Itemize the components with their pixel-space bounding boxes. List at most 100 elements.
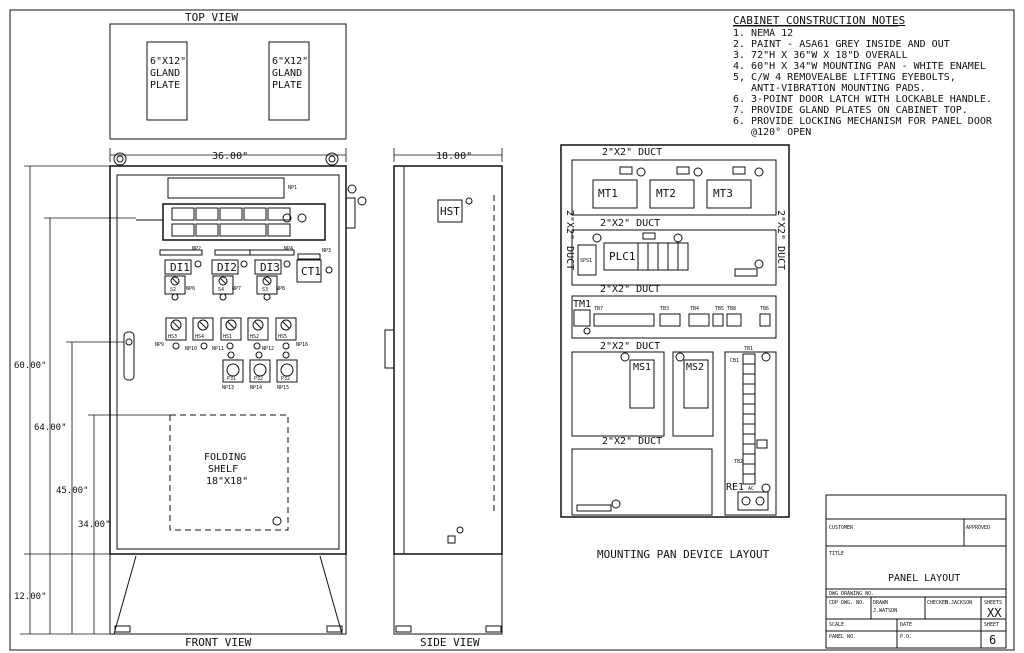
tb-drawn-by: J.WATSON: [873, 608, 897, 614]
door-handle: [123, 331, 135, 381]
note-7: 7. PROVIDE GLAND PLATES ON CABINET TOP.: [733, 105, 968, 116]
note-5: 5, C/W 4 REMOVEALBE LIFTING EYEBOLTS,: [733, 72, 956, 83]
display-di1: [164, 259, 192, 275]
meter-tags: [171, 207, 291, 237]
gland-right-3: PLATE: [272, 80, 302, 91]
tb3-label: TB3: [660, 306, 669, 312]
nameplate-np1: [167, 177, 285, 199]
tb8-label: TB8: [727, 306, 736, 312]
p32-label: P32: [254, 376, 263, 382]
meter-panel: [162, 203, 326, 241]
s4-label: S4: [218, 287, 224, 293]
tb7-label: TB7: [594, 306, 603, 312]
starter-area-2: [672, 351, 714, 437]
plc-io-modules: [637, 242, 689, 271]
hs4-label: HS4: [195, 334, 204, 340]
re1-label: RE1: [726, 482, 744, 493]
plc1-label: PLC1: [609, 250, 636, 263]
tb-sheets-value: XX: [987, 606, 1002, 620]
meter-mt3: [706, 179, 752, 209]
tb-sheets: SHEETS: [984, 600, 1002, 606]
tb-po: P.O.: [900, 634, 912, 640]
dim-60: 60.00": [14, 361, 47, 371]
np2-label: NP2: [192, 246, 201, 252]
dim-64: 64.00": [34, 423, 67, 433]
note-8b: @120° OPEN: [733, 127, 811, 138]
di3-label: DI3: [260, 261, 280, 274]
terminal-block-tb7: [593, 313, 655, 327]
hand-switch-row: [165, 317, 297, 341]
tag-di1: [159, 249, 203, 256]
selector-s4-icon: [218, 276, 228, 286]
tb-checked: CHECKED: [927, 600, 948, 606]
hs1-label: HS1: [223, 334, 232, 340]
dim-width: 36.00": [212, 151, 248, 162]
notes-heading: CABINET CONSTRUCTION NOTES: [733, 14, 905, 27]
gland-right-1: 6"X12": [272, 56, 308, 67]
ms2-label: MS2: [686, 362, 704, 373]
ms1-label: MS1: [633, 362, 651, 373]
np15-label: NP15: [277, 385, 289, 391]
dim-depth: 18.00": [436, 151, 472, 162]
gland-plate-right: [268, 41, 310, 121]
receptacle-re1-icon: [737, 491, 769, 511]
heater-hst: [437, 199, 463, 223]
dim-34: 34.00": [78, 520, 111, 530]
tb-drawn: DRAWN: [873, 600, 888, 606]
tb1-label: TB1: [744, 346, 753, 352]
s3-label: S3: [262, 287, 268, 293]
gland-left-2: GLAND: [150, 68, 180, 79]
tb5-label: TB5: [715, 306, 724, 312]
note-2: 2. PAINT - ASA61 GREY INSIDE AND OUT: [733, 39, 950, 50]
dim-45: 45.00": [56, 486, 89, 496]
selector-s3-icon: [262, 276, 272, 286]
shelf-line-2: SHELF: [208, 464, 238, 475]
note-4: 4. 60"H X 34"W MOUNTING PAN - WHITE ENAM…: [733, 61, 986, 72]
terminal-column: [724, 351, 777, 516]
note-6: 6. 3-POINT DOOR LATCH WITH LOCKABLE HAND…: [733, 94, 992, 105]
ac-label: AC: [748, 486, 754, 492]
top-view-outline: [109, 23, 347, 140]
door-latch: [345, 197, 356, 229]
power-supply-sps1: [577, 244, 597, 276]
pushbutton-p31-icon: [226, 363, 240, 377]
eyebolt-right-icon: [325, 152, 339, 166]
np9-label: NP9: [155, 342, 164, 348]
tb-cdp: CDP DWG. NO.: [829, 600, 865, 606]
balloon-1-icon: [347, 184, 357, 194]
tb-approved: APPROVED: [966, 525, 990, 531]
note-1: 1. NEMA 12: [733, 28, 793, 39]
np11-label: NP11: [212, 346, 224, 352]
p31-label: P31: [227, 376, 236, 382]
side-view-label: SIDE VIEW: [420, 636, 480, 649]
hs2-label: HS2: [250, 334, 259, 340]
sps1-label: SPS1: [580, 258, 592, 264]
note-8: 6. PROVIDE LOCKING MECHANISM FOR PANEL D…: [733, 116, 993, 127]
eyebolt-left-icon: [113, 152, 127, 166]
folding-shelf: [169, 414, 289, 531]
np12-label: NP12: [262, 346, 274, 352]
note-5b: ANTI-VIBRATION MOUNTING PADS.: [733, 83, 926, 94]
tb2-label: TB2: [734, 459, 743, 465]
plc-area: [571, 229, 777, 286]
terminal-strip-plc: [734, 268, 758, 277]
cb1-label: CB1: [730, 358, 739, 364]
tb6-label: TB6: [760, 306, 769, 312]
display-ct1: [296, 259, 322, 283]
meter-mt1: [592, 179, 638, 209]
duct-5-label: 2"X2" DUCT: [602, 436, 662, 447]
np14-label: NP14: [250, 385, 262, 391]
starter-area-1: [571, 351, 665, 437]
title-block: [825, 494, 1007, 649]
display-di2: [211, 259, 239, 275]
mt2-label: MT2: [656, 187, 676, 200]
np16-label: NP16: [296, 342, 308, 348]
ct1-label: CT1: [301, 265, 321, 278]
dim-12: 12.00": [14, 592, 47, 602]
tb-sheet-value: 6: [989, 633, 996, 647]
pushbutton-p32b-icon: [280, 363, 294, 377]
hs5-label: HS5: [278, 334, 287, 340]
cabinet-stand: [109, 553, 347, 635]
np6-label: NP6: [186, 286, 195, 292]
front-view-label: FRONT VIEW: [185, 636, 252, 649]
